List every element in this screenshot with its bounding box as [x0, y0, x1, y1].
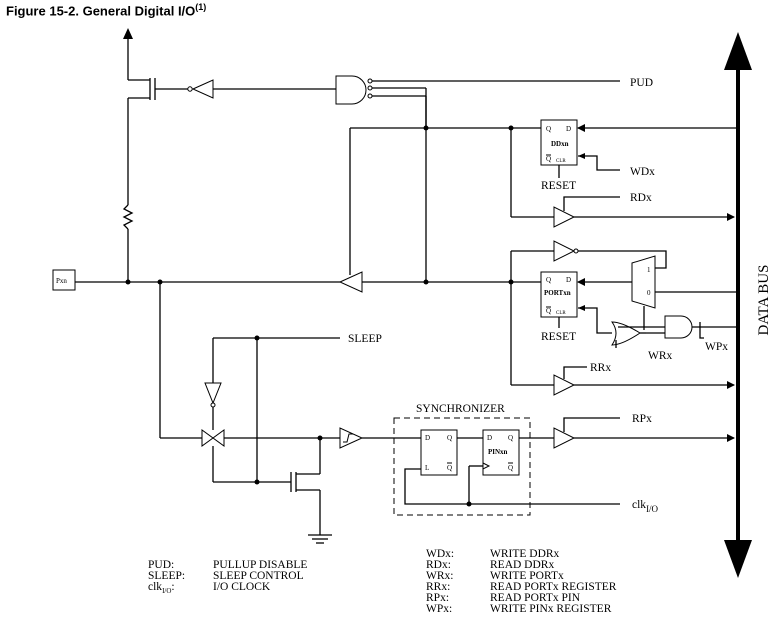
portxn-mux: 1 0 — [631, 255, 736, 330]
schmitt-trigger — [339, 427, 364, 449]
ddxn-qbar: Q — [546, 155, 551, 163]
pullup-resistor — [122, 204, 134, 230]
clk-label: clkI/O — [632, 499, 659, 514]
legend-right-abbr-4: RPx: — [426, 592, 449, 604]
ddxn-q: Q — [546, 125, 551, 133]
wpx-label: WPx — [705, 341, 728, 353]
legend-right-abbr-0: WDx: — [426, 548, 454, 560]
pinxn-d: D — [487, 434, 492, 442]
portxn-q: Q — [546, 276, 551, 284]
portxn-reset-label: RESET — [541, 331, 576, 343]
wdx-label: WDx — [630, 166, 655, 178]
figure-title: Figure 15-2. General Digital I/O(1) — [6, 2, 206, 18]
sleep-inverter — [204, 382, 222, 405]
legend-right-desc-3: READ PORTx REGISTER — [490, 581, 617, 593]
latch-qbar: Q — [447, 464, 452, 472]
pud-and-gate: PUD — [335, 75, 653, 282]
legend-left: PUD: PULLUP DISABLE SLEEP: SLEEP CONTROL… — [148, 559, 307, 595]
pinxn-register — [482, 429, 520, 476]
legend-right-desc-0: WRITE DDRx — [490, 548, 560, 560]
rpx-label: RPx — [632, 413, 652, 425]
pinxn-qbar: Q — [508, 464, 513, 472]
figure-title-text: Figure 15-2. General Digital I/O — [6, 3, 196, 19]
output-driver — [338, 271, 363, 293]
rrx-buffer: RRx — [510, 282, 735, 396]
pin-label: Pxn — [56, 277, 67, 285]
legend-left-abbr-0: PUD: — [148, 559, 174, 571]
legend-left-desc-0: PULLUP DISABLE — [213, 559, 307, 571]
mux-in0: 0 — [647, 289, 651, 297]
rdx-buffer: RDx — [510, 128, 735, 228]
ddxn-register: Q D DDxn Q CLR RESET WDx — [349, 119, 736, 275]
legend-right-abbr-3: RRx: — [426, 581, 450, 593]
pin-line: Pxn — [52, 269, 514, 293]
mux-in1: 1 — [647, 266, 651, 274]
ddxn-d: D — [566, 125, 571, 133]
legend-right-desc-1: READ DDRx — [490, 559, 554, 571]
sleep-label: SLEEP — [348, 333, 382, 345]
portxn-clr: CLR — [556, 311, 566, 316]
latch-q: Q — [447, 434, 452, 442]
legend-right-abbr-5: WPx: — [426, 603, 452, 615]
portxn-d: D — [566, 276, 571, 284]
pin-pad — [52, 269, 76, 291]
wrx-or-gate: WRx — [611, 321, 673, 362]
portxn-qbar: Q — [546, 307, 551, 315]
latch-d: D — [425, 434, 430, 442]
wpx-and-gate: WPx — [646, 315, 736, 353]
synchronizer: SYNCHRONIZER D Q L Q D Q PINxn Q clkI/O — [393, 403, 659, 516]
sync-latch — [420, 429, 458, 476]
rpx-buffer: RPx — [553, 413, 735, 449]
vcc-arrow — [123, 28, 133, 39]
pinxn-q: Q — [508, 434, 513, 442]
data-bus: DATA BUS — [724, 32, 772, 578]
data-bus-bottom-arrow — [724, 540, 752, 578]
ddxn-reset-label: RESET — [541, 180, 576, 192]
portxn-name: PORTxn — [544, 289, 571, 297]
rdx-label: RDx — [630, 192, 652, 204]
legend-right-desc-2: WRITE PORTx — [490, 570, 564, 582]
legend-right-desc-4: READ PORTx PIN — [490, 592, 581, 604]
synchronizer-label: SYNCHRONIZER — [416, 403, 505, 415]
data-bus-top-arrow — [724, 32, 752, 70]
input-path: SLEEP — [159, 282, 421, 544]
legend-right-abbr-2: WRx: — [426, 570, 453, 582]
legend-right-desc-5: WRITE PINx REGISTER — [490, 603, 612, 615]
data-bus-label: DATA BUS — [756, 265, 772, 336]
wrx-label: WRx — [648, 350, 673, 362]
pinxn-name: PINxn — [488, 448, 508, 456]
legend-left-abbr-1: SLEEP: — [148, 570, 185, 582]
toggle-inverter — [510, 240, 667, 282]
legend-right: WDx: WRITE DDRx RDx: READ DDRx WRx: WRIT… — [426, 548, 617, 615]
rrx-label: RRx — [590, 362, 611, 374]
pullup-section — [122, 28, 336, 282]
legend-left-desc-1: SLEEP CONTROL — [213, 570, 304, 582]
latch-l: L — [425, 464, 429, 472]
legend-left-desc-2: I/O CLOCK — [213, 581, 271, 593]
ddxn-name: DDxn — [551, 140, 569, 148]
ddxn-clr: CLR — [556, 159, 566, 164]
legend-left-abbr-2: clkI/O: — [148, 581, 175, 595]
portxn-register: Q D PORTxn Q CLR RESET — [511, 271, 632, 343]
pullup-inverter — [191, 79, 214, 99]
figure-title-footnote: (1) — [195, 2, 207, 12]
legend-right-abbr-1: RDx: — [426, 559, 451, 571]
pud-label: PUD — [630, 77, 653, 89]
